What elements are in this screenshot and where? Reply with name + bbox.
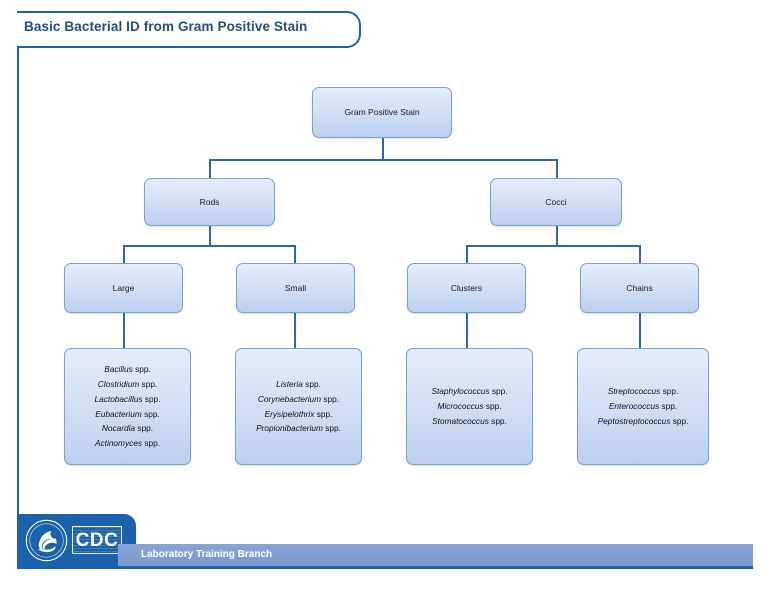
connector-to-small	[294, 245, 296, 263]
organism-qualifier: spp.	[132, 364, 151, 375]
organism-genus: Erysipelothrix	[264, 408, 315, 419]
organism-qualifier: spp.	[141, 408, 160, 419]
organism-qualifier: spp.	[483, 401, 502, 412]
organism-entry: Corynebacterium spp.	[240, 392, 357, 407]
organism-entry: Actinomyces spp.	[69, 436, 186, 451]
node-label: Chains	[626, 282, 653, 293]
connector-root-bar	[209, 159, 558, 161]
connector-to-chains	[639, 245, 641, 263]
connector-chains-to-list	[639, 313, 641, 348]
organism-qualifier: spp.	[142, 393, 161, 404]
footer-rule	[17, 566, 753, 569]
organism-genus: Stomatococcus	[432, 415, 489, 426]
organism-entry: Nocardia spp.	[69, 421, 186, 436]
organism-genus: Lactobacillus	[94, 393, 143, 404]
node-label: Clusters	[450, 282, 483, 293]
branch-label: Laboratory Training Branch	[141, 549, 273, 560]
organism-entry: Listeria spp.	[240, 377, 357, 392]
organism-qualifier: spp.	[321, 393, 340, 404]
frame-left-edge	[17, 46, 19, 516]
cdc-wordmark: CDC	[72, 526, 122, 554]
node-small[interactable]: Small	[236, 263, 355, 313]
organism-genus: Enterococcus	[608, 401, 660, 412]
organism-genus: Listeria	[276, 378, 303, 389]
node-label: Small	[284, 282, 307, 293]
node-chains[interactable]: Chains	[580, 263, 699, 313]
organism-entry: Eubacterium spp.	[69, 407, 186, 422]
node-large[interactable]: Large	[64, 263, 183, 313]
organism-qualifier: spp.	[660, 386, 679, 397]
organism-entry: Enterococcus spp.	[582, 399, 704, 414]
node-label: Large	[112, 282, 135, 293]
organism-list: Bacillus spp.Clostridium spp.Lactobacill…	[65, 362, 190, 451]
organism-entry: Peptostreptococcus spp.	[582, 414, 704, 429]
organism-entry: Lactobacillus spp.	[69, 392, 186, 407]
leaf-box-large-organisms[interactable]: Bacillus spp.Clostridium spp.Lactobacill…	[64, 348, 191, 465]
organism-genus: Propionibacterium	[256, 423, 323, 434]
organism-genus: Nocardia	[101, 423, 136, 434]
organism-list: Staphylococcus spp.Micrococcus spp.Stoma…	[407, 384, 532, 428]
organism-genus: Staphylococcus	[431, 386, 490, 397]
organism-list: Streptococcus spp.Enterococcus spp.Pepto…	[578, 384, 708, 428]
organism-genus: Actinomyces	[94, 438, 143, 449]
connector-large-to-list	[123, 313, 125, 348]
organism-qualifier: spp.	[314, 408, 333, 419]
node-gram-positive-stain[interactable]: Gram Positive Stain	[312, 87, 452, 138]
organism-qualifier: spp.	[322, 423, 341, 434]
organism-qualifier: spp.	[302, 378, 321, 389]
organism-genus: Eubacterium	[95, 408, 142, 419]
node-clusters[interactable]: Clusters	[407, 263, 526, 313]
connector-small-to-list	[294, 313, 296, 348]
connector-clusters-to-list	[466, 313, 468, 348]
leaf-box-clusters-organisms[interactable]: Staphylococcus spp.Micrococcus spp.Stoma…	[406, 348, 533, 465]
organism-genus: Bacillus	[104, 364, 133, 375]
cdc-logo-block: CDC	[17, 514, 136, 567]
organism-list: Listeria spp.Corynebacterium spp.Erysipe…	[236, 377, 361, 436]
node-cocci[interactable]: Cocci	[490, 178, 622, 226]
connector-cocci-bar	[466, 245, 641, 247]
organism-qualifier: spp.	[135, 423, 154, 434]
connector-rods-bar	[123, 245, 296, 247]
connector-to-rods	[209, 159, 211, 179]
organism-qualifier: spp.	[659, 401, 678, 412]
organism-entry: Micrococcus spp.	[411, 399, 528, 414]
connector-to-cocci	[556, 159, 558, 179]
connector-to-clusters	[466, 245, 468, 263]
organism-entry: Propionibacterium spp.	[240, 421, 357, 436]
organism-qualifier: spp.	[489, 386, 508, 397]
organism-qualifier: spp.	[142, 438, 161, 449]
organism-genus: Micrococcus	[437, 401, 484, 412]
organism-entry: Stomatococcus spp.	[411, 414, 528, 429]
node-label: Cocci	[545, 196, 567, 207]
organism-entry: Erysipelothrix spp.	[240, 407, 357, 422]
organism-qualifier: spp.	[488, 415, 507, 426]
organism-qualifier: spp.	[670, 415, 689, 426]
organism-genus: Peptostreptococcus	[597, 415, 671, 426]
organism-genus: Clostridium	[97, 378, 140, 389]
connector-root-stem	[382, 138, 384, 160]
organism-entry: Bacillus spp.	[69, 362, 186, 377]
branch-bar: Laboratory Training Branch	[118, 544, 753, 566]
connector-to-large	[123, 245, 125, 263]
page-title: Basic Bacterial ID from Gram Positive St…	[24, 19, 308, 34]
organism-genus: Streptococcus	[607, 386, 661, 397]
leaf-box-chains-organisms[interactable]: Streptococcus spp.Enterococcus spp.Pepto…	[577, 348, 709, 465]
title-banner	[17, 11, 361, 48]
leaf-box-small-organisms[interactable]: Listeria spp.Corynebacterium spp.Erysipe…	[235, 348, 362, 465]
node-rods[interactable]: Rods	[144, 178, 275, 226]
organism-genus: Corynebacterium	[257, 393, 322, 404]
connector-cocci-stem	[556, 226, 558, 246]
organism-entry: Staphylococcus spp.	[411, 384, 528, 399]
node-label: Rods	[199, 196, 220, 207]
node-label: Gram Positive Stain	[344, 107, 420, 118]
connector-rods-stem	[209, 226, 211, 246]
organism-entry: Streptococcus spp.	[582, 384, 704, 399]
organism-qualifier: spp.	[139, 378, 158, 389]
hhs-seal-icon	[25, 519, 68, 562]
organism-entry: Clostridium spp.	[69, 377, 186, 392]
cdc-wordmark-text: CDC	[75, 529, 119, 551]
